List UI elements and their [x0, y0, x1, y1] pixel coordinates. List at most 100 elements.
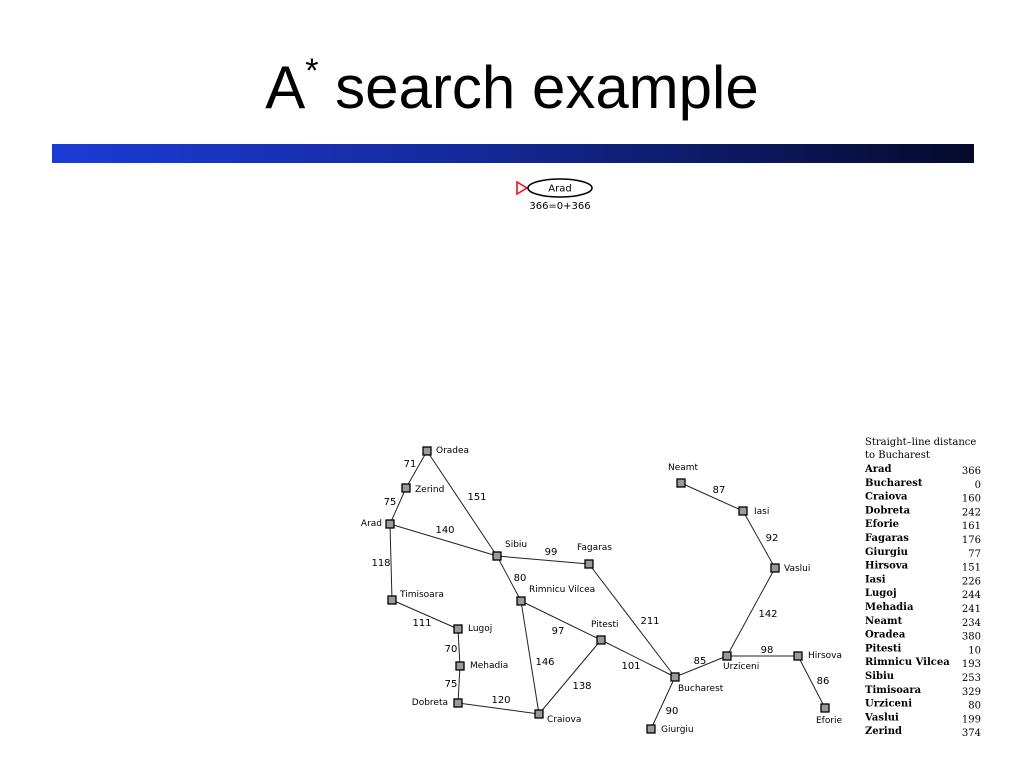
sld-value: 234 — [962, 618, 981, 629]
city-node-bucharest — [670, 672, 680, 682]
city-node-sibiu — [492, 551, 502, 561]
road-distance-dobreta-craiova: 120 — [491, 695, 510, 706]
cities-layer: OradeaZerindAradTimisoaraLugojMehadiaDob… — [361, 446, 843, 735]
city-node-craiova — [534, 709, 544, 719]
road-urziceni-vaslui — [726, 567, 776, 657]
city-label-lugoj: Lugoj — [468, 624, 492, 634]
sld-value: 80 — [968, 701, 981, 712]
road-craiova-pitesti — [538, 639, 602, 715]
city-node-zerind — [401, 483, 411, 493]
road-distance-pitesti-bucharest: 101 — [621, 661, 640, 672]
city-label-pitesti: Pitesti — [591, 620, 619, 630]
road-arad-timisoara — [389, 523, 393, 601]
road-distance-rimnicu-pitesti: 97 — [552, 626, 565, 637]
city-node-arad — [385, 519, 395, 529]
sld-city: Arad — [864, 464, 892, 475]
road-iasi-neamt — [680, 482, 744, 512]
sld-value: 10 — [968, 645, 981, 656]
road-fagaras-bucharest — [588, 563, 676, 678]
tree-root-node — [527, 178, 593, 198]
road-distance-urziceni-vaslui: 142 — [758, 609, 777, 620]
road-vaslui-iasi — [742, 510, 776, 569]
road-distance-arad-sibiu: 140 — [435, 525, 454, 536]
road-sibiu-rimnicu — [496, 555, 522, 602]
title-superscript: * — [305, 52, 319, 90]
sld-city: Vaslui — [864, 712, 899, 723]
sld-header-line2: to Bucharest — [865, 450, 930, 461]
city-node-mehadia — [455, 661, 465, 671]
sld-value: 244 — [962, 590, 981, 601]
sld-city: Fagaras — [865, 533, 909, 544]
sld-value: 193 — [962, 659, 981, 670]
slide-title: A* search example — [0, 54, 1024, 118]
road-mehadia-dobreta — [457, 665, 461, 704]
road-distance-arad-timisoara: 118 — [371, 558, 390, 569]
sld-city: Urziceni — [865, 699, 912, 710]
sld-city: Timisoara — [865, 685, 922, 696]
road-distance-timisoara-lugoj: 111 — [412, 618, 431, 629]
city-label-dobreta: Dobreta — [412, 698, 448, 708]
city-node-oradea — [422, 446, 432, 456]
sld-city: Bucharest — [865, 478, 923, 489]
road-rimnicu-pitesti — [520, 600, 602, 641]
city-label-zerind: Zerind — [415, 485, 444, 495]
road-distance-oradea-zerind: 71 — [404, 459, 417, 470]
road-bucharest-giurgiu — [650, 676, 676, 730]
road-distance-iasi-neamt: 87 — [713, 485, 726, 496]
city-label-mehadia: Mehadia — [470, 661, 508, 671]
sld-city: Dobreta — [865, 505, 911, 516]
city-node-pitesti — [596, 635, 606, 645]
city-node-rimnicu — [516, 596, 526, 606]
sld-value: 241 — [962, 604, 981, 615]
sld-value: 77 — [968, 549, 981, 560]
road-zerind-arad — [389, 487, 407, 525]
sld-value: 161 — [962, 521, 981, 532]
road-distance-rimnicu-craiova: 146 — [535, 657, 554, 668]
sld-value: 366 — [962, 466, 981, 477]
sld-city: Oradea — [865, 630, 906, 641]
city-label-eforie: Eforie — [816, 716, 843, 726]
city-label-timisoara: Timisoara — [399, 590, 444, 600]
sld-city: Zerind — [865, 726, 902, 737]
road-distance-hirsova-eforie: 86 — [817, 676, 830, 687]
start-marker-icon — [516, 180, 529, 196]
roads-layer — [389, 450, 826, 730]
road-distance-lugoj-mehadia: 70 — [445, 644, 458, 655]
sld-value: 253 — [962, 673, 981, 684]
road-distance-oradea-sibiu: 151 — [467, 492, 486, 503]
city-label-oradea: Oradea — [436, 446, 469, 456]
road-arad-sibiu — [389, 523, 498, 557]
sld-value: 151 — [962, 563, 981, 574]
sld-value: 160 — [962, 494, 981, 505]
city-label-iasi: Iasi — [754, 507, 769, 517]
sld-city: Lugoj — [865, 588, 897, 599]
road-hirsova-eforie — [797, 655, 826, 709]
sld-city: Sibiu — [865, 671, 894, 682]
sld-city: Mehadia — [865, 602, 914, 613]
sld-value: 226 — [962, 576, 981, 587]
sld-header-line1: Straight–line distance — [865, 437, 976, 448]
city-node-dobreta — [453, 698, 463, 708]
city-node-vaslui — [770, 563, 780, 573]
city-label-fagaras: Fagaras — [577, 543, 612, 553]
city-node-urziceni — [722, 651, 732, 661]
sld-value: 0 — [975, 480, 981, 491]
road-distance-mehadia-dobreta: 75 — [445, 679, 458, 690]
title-rest: search example — [318, 54, 759, 121]
road-pitesti-bucharest — [600, 639, 676, 678]
road-oradea-sibiu — [426, 450, 498, 557]
sld-city: Craiova — [865, 492, 908, 503]
city-node-lugoj — [453, 624, 463, 634]
city-node-iasi — [738, 506, 748, 516]
city-label-rimnicu: Rimnicu Vilcea — [529, 585, 595, 595]
sld-value: 199 — [962, 714, 981, 725]
title-underline-bar — [52, 144, 974, 163]
city-label-arad: Arad — [361, 519, 382, 529]
sld-city: Pitesti — [865, 643, 902, 654]
sld-value: 374 — [962, 728, 981, 739]
city-node-hirsova — [793, 651, 803, 661]
road-distance-sibiu-rimnicu: 80 — [514, 573, 527, 584]
city-label-bucharest: Bucharest — [678, 684, 724, 694]
sld-city: Eforie — [865, 519, 899, 530]
